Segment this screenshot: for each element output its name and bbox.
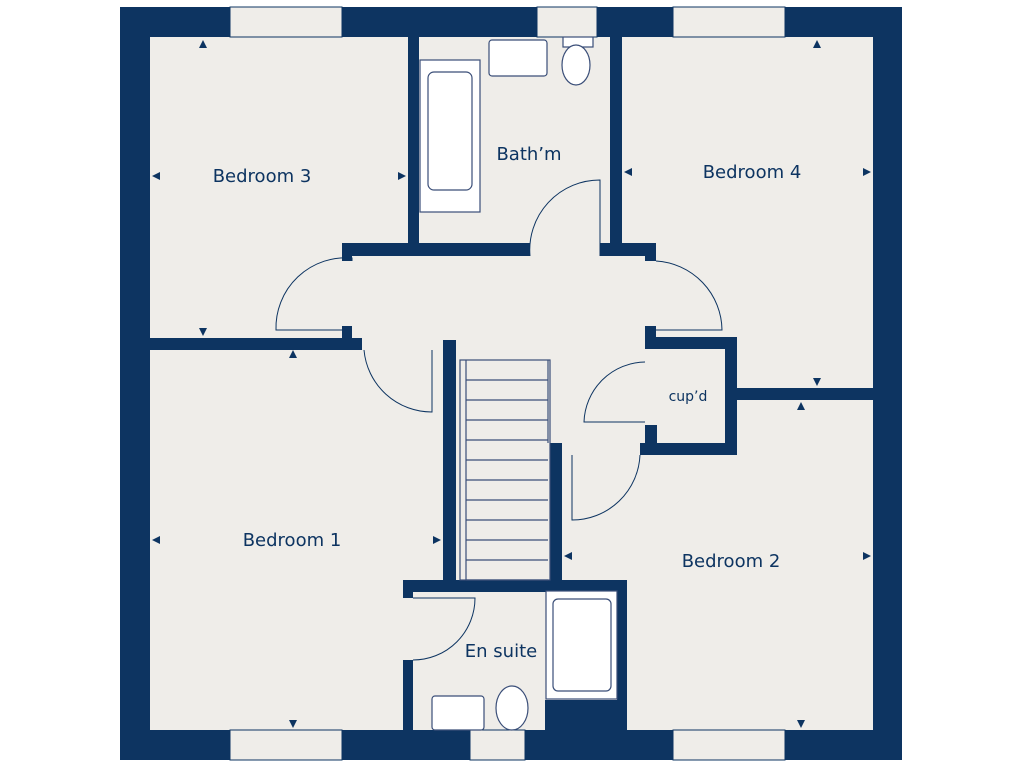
toilet-icon <box>561 44 591 86</box>
bathroom-fixtures <box>419 36 594 213</box>
room-label-ensuite: En suite <box>465 641 537 662</box>
room-label-bedroom4: Bedroom 4 <box>703 162 802 183</box>
dimension-arrows <box>152 40 871 728</box>
interior-walls <box>150 37 873 730</box>
room-label-bathroom: Bath’m <box>496 144 561 165</box>
room-label-bedroom2: Bedroom 2 <box>682 551 781 572</box>
doors <box>275 179 723 661</box>
windows <box>229 6 786 761</box>
room-label-cupboard: cup’d <box>669 389 708 405</box>
room-label-bedroom3: Bedroom 3 <box>213 166 312 187</box>
ensuite-fixtures <box>431 590 618 731</box>
room-label-bedroom1: Bedroom 1 <box>243 530 342 551</box>
staircase <box>459 359 551 581</box>
toilet-icon <box>495 685 529 731</box>
floor-area <box>150 37 873 730</box>
sink-icon <box>431 695 485 731</box>
sink-icon <box>488 39 548 77</box>
